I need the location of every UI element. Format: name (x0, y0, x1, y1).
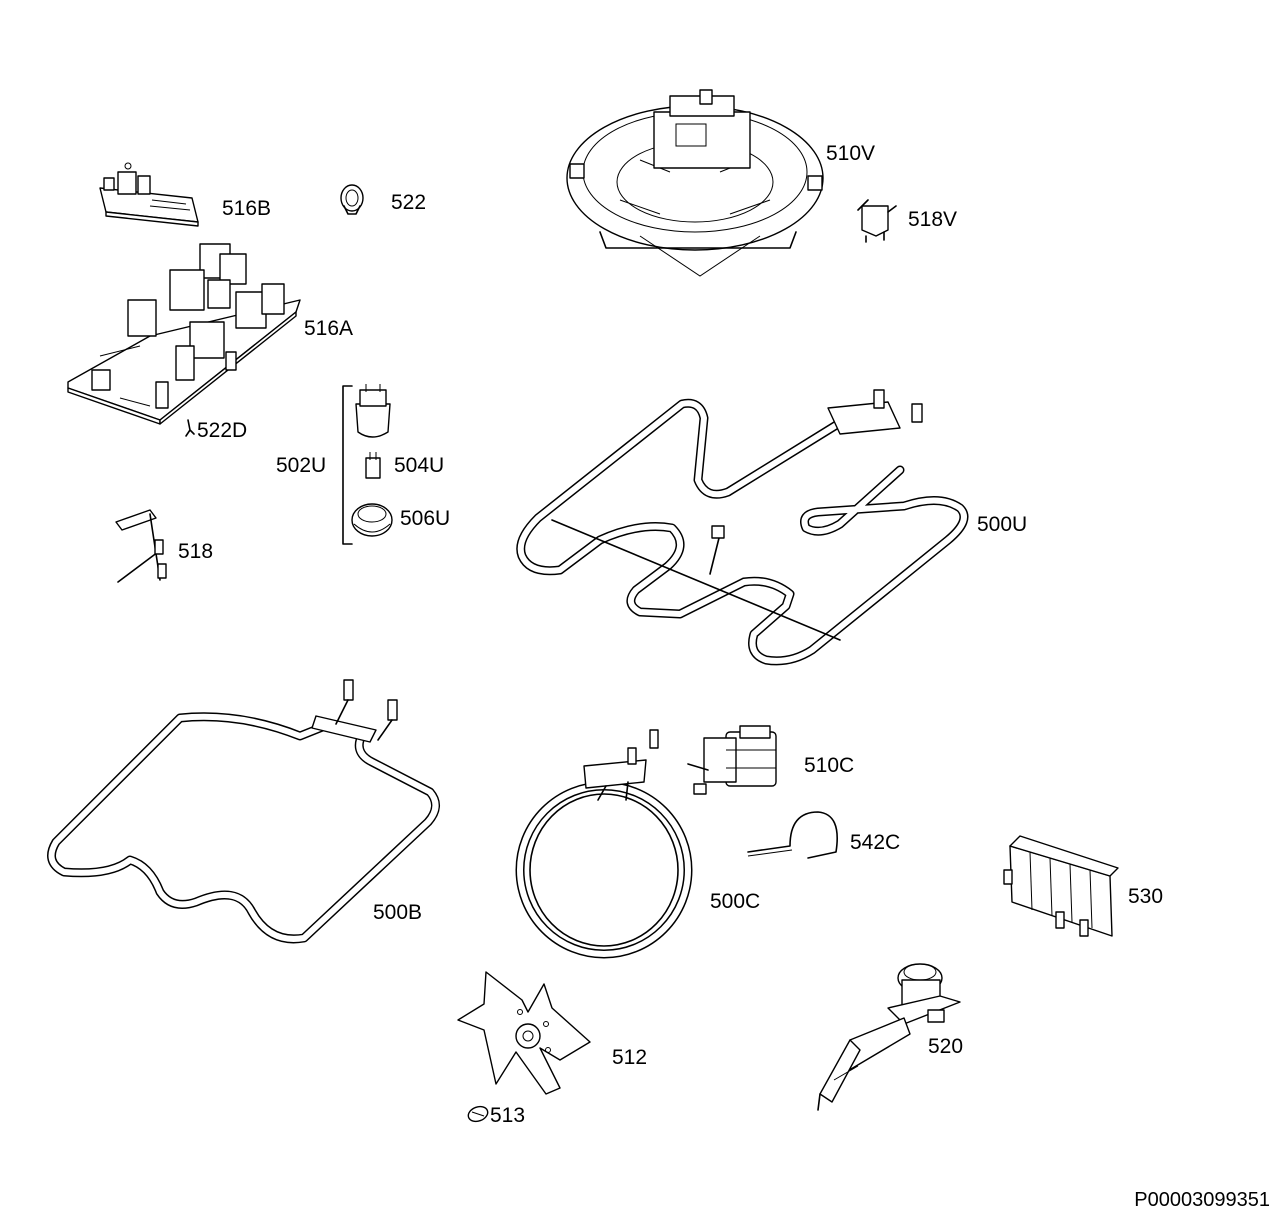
part-530-terminal-block (1003, 835, 1119, 937)
part-518-bracket (115, 509, 167, 583)
part-542C-wire-clip (747, 811, 838, 859)
part-510V-fan-motor (566, 89, 824, 277)
part-518V-bracket (857, 199, 897, 243)
label-518: 518 (178, 540, 213, 563)
label-530: 530 (1128, 885, 1163, 908)
label-522: 522 (391, 191, 426, 214)
part-520-programmer (817, 963, 961, 1111)
part-502U-lamp-group (342, 384, 393, 545)
label-506U: 506U (400, 507, 450, 530)
label-516A: 516A (304, 317, 353, 340)
part-500C-circular-element (515, 729, 693, 959)
part-512-fan-blade (457, 971, 591, 1095)
label-510C: 510C (804, 754, 854, 777)
label-510V: 510V (826, 142, 875, 165)
label-502U: 502U (276, 454, 326, 477)
label-516B: 516B (222, 197, 271, 220)
label-542C: 542C (850, 831, 900, 854)
label-512: 512 (612, 1046, 647, 1069)
part-510C-motor (687, 725, 777, 795)
document-code: P00003099351 (1134, 1189, 1270, 1211)
part-513-nut (467, 1105, 489, 1123)
part-500U-grill-element (516, 389, 969, 666)
label-522D: 522D (197, 419, 247, 442)
label-513: 513 (490, 1104, 525, 1127)
label-500U: 500U (977, 513, 1027, 536)
label-520: 520 (928, 1035, 963, 1058)
part-522D-clip (185, 419, 195, 437)
part-516A-board (67, 243, 301, 425)
part-516B-board (99, 162, 199, 227)
label-518V: 518V (908, 208, 957, 231)
part-500B-bottom-element (47, 679, 440, 944)
label-500C: 500C (710, 890, 760, 913)
label-500B: 500B (373, 901, 422, 924)
part-522-clip (340, 184, 364, 215)
label-504U: 504U (394, 454, 444, 477)
